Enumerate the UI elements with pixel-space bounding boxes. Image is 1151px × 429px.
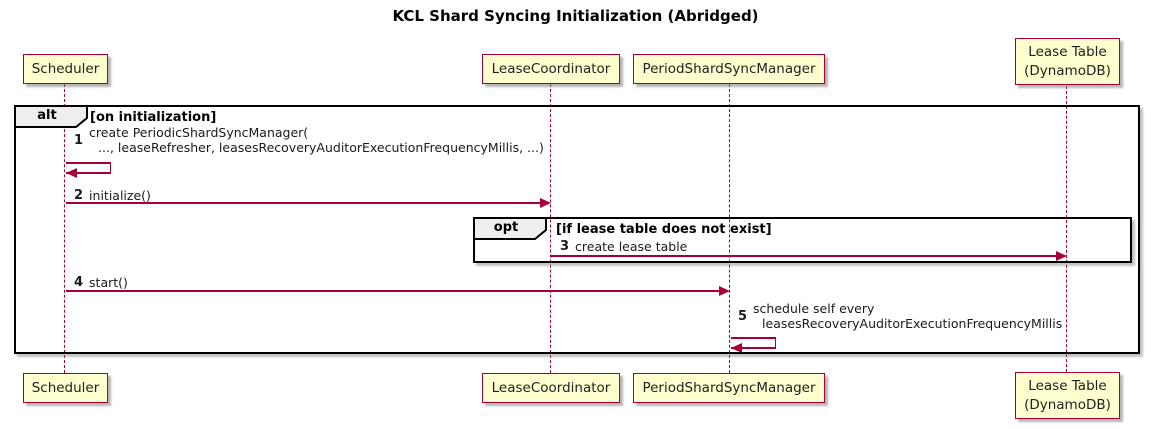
message-5-self-arrow-side bbox=[774, 337, 777, 348]
message-5-line2: leasesRecoveryAuditorExecutionFrequencyM… bbox=[762, 316, 1063, 332]
message-5-self-arrow-top bbox=[731, 337, 776, 339]
alt-guard: [on initialization] bbox=[90, 110, 217, 125]
message-3-arrow-line bbox=[551, 255, 1056, 257]
participant-label: LeaseCoordinator bbox=[491, 60, 611, 77]
participant-label: Scheduler bbox=[31, 379, 100, 396]
participant-label: PeriodShardSyncManager bbox=[642, 379, 816, 396]
participant-period-shard-sync-manager-bottom: PeriodShardSyncManager bbox=[633, 373, 825, 403]
participant-scheduler-bottom: Scheduler bbox=[23, 373, 108, 403]
message-1-number: 1 bbox=[74, 132, 84, 148]
lifeline-period-shard-sync-manager bbox=[729, 84, 730, 373]
opt-operator: opt bbox=[493, 220, 519, 235]
participant-label: PeriodShardSyncManager bbox=[642, 60, 816, 77]
message-3: 3 create lease table bbox=[560, 239, 687, 254]
alt-frame: alt [on initialization] bbox=[14, 105, 1140, 354]
lifeline-lease-table bbox=[1066, 86, 1067, 372]
message-3-number: 3 bbox=[560, 239, 570, 254]
message-1-self-arrow-side bbox=[109, 162, 112, 173]
opt-frame: opt [if lease table does not exist] bbox=[473, 217, 1132, 263]
lifeline-scheduler bbox=[64, 84, 65, 373]
participant-label-line1: Lease Table bbox=[1028, 44, 1107, 61]
participant-label-line2: (DynamoDB) bbox=[1024, 62, 1111, 79]
message-2-arrow-line bbox=[66, 202, 541, 204]
message-4-text: start() bbox=[89, 275, 128, 290]
message-1: 1 create PeriodicShardSyncManager( ..., … bbox=[74, 125, 544, 156]
message-1-self-arrow-bottom bbox=[66, 172, 111, 174]
message-1-arrowhead bbox=[66, 168, 77, 178]
message-4-arrowhead bbox=[719, 286, 730, 296]
participant-scheduler-top: Scheduler bbox=[23, 54, 108, 84]
message-4: 4 start() bbox=[74, 275, 128, 290]
opt-frame-label-shape bbox=[473, 217, 547, 240]
participant-lease-coordinator-top: LeaseCoordinator bbox=[482, 54, 620, 84]
message-2-number: 2 bbox=[74, 188, 84, 203]
message-2: 2 initialize() bbox=[74, 188, 151, 203]
message-1-self-arrow-top bbox=[66, 162, 111, 164]
participant-label-line1: Lease Table bbox=[1028, 378, 1107, 395]
alt-operator: alt bbox=[37, 108, 57, 123]
lifeline-lease-coordinator bbox=[550, 84, 551, 373]
participant-label: Scheduler bbox=[31, 60, 100, 77]
message-3-arrowhead bbox=[1056, 251, 1067, 261]
message-2-text: initialize() bbox=[89, 188, 151, 203]
message-1-line1: create PeriodicShardSyncManager( bbox=[89, 125, 309, 140]
message-5-self-arrow-bottom bbox=[731, 347, 776, 349]
alt-frame-label-shape bbox=[14, 105, 88, 128]
participant-lease-table-bottom: Lease Table (DynamoDB) bbox=[1015, 372, 1120, 419]
opt-guard: [if lease table does not exist] bbox=[556, 222, 772, 237]
message-4-arrow-line bbox=[66, 290, 720, 292]
participant-label: LeaseCoordinator bbox=[491, 379, 611, 396]
participant-label-line2: (DynamoDB) bbox=[1024, 396, 1111, 413]
diagram-title: KCL Shard Syncing Initialization (Abridg… bbox=[392, 7, 759, 25]
message-3-text: create lease table bbox=[575, 239, 688, 254]
message-1-line2: ..., leaseRefresher, leasesRecoveryAudit… bbox=[98, 140, 544, 156]
message-4-number: 4 bbox=[74, 275, 84, 290]
participant-lease-table-top: Lease Table (DynamoDB) bbox=[1015, 38, 1120, 85]
participant-lease-coordinator-bottom: LeaseCoordinator bbox=[482, 373, 620, 403]
participant-period-shard-sync-manager-top: PeriodShardSyncManager bbox=[633, 54, 825, 84]
message-5-line1: schedule self every bbox=[753, 301, 875, 316]
message-5-number: 5 bbox=[738, 308, 748, 324]
message-2-arrowhead bbox=[540, 198, 551, 208]
message-5-arrowhead bbox=[731, 343, 742, 353]
message-5: 5 schedule self every leasesRecoveryAudi… bbox=[738, 301, 1062, 332]
